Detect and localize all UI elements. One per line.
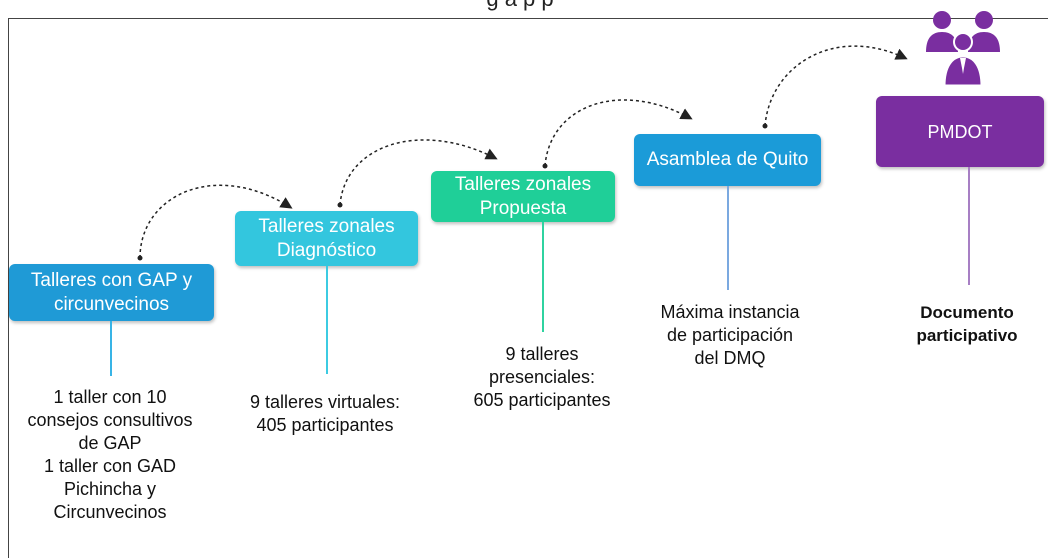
desc-line: del DMQ [694, 348, 766, 368]
connector-arrows [137, 45, 908, 261]
stage-label: Asamblea de Quito [646, 149, 809, 170]
arrow-1 [139, 184, 293, 259]
stage-label: Talleres zonales Propuesta [454, 173, 592, 219]
stage-description-2: 9 talleres virtuales: 405 participantes [235, 391, 415, 437]
desc-line: 9 talleres [505, 344, 579, 364]
desc-line: de GAP [78, 433, 142, 453]
stage-box-diagnostico: Talleres zonales Diagnóstico [235, 211, 418, 266]
stage-label: Talleres con GAP y circunvecinos [30, 269, 193, 315]
arrow-2 [339, 139, 498, 206]
desc-line: consejos consultivos [27, 410, 193, 430]
stage-label: PMDOT [927, 121, 993, 142]
desc-line: 9 talleres virtuales: [249, 392, 401, 412]
stage-description-4: Máxima instancia de participación del DM… [640, 301, 820, 370]
desc-line: Pichincha y [63, 479, 157, 499]
desc-line: 605 participantes [473, 390, 611, 410]
desc-line: presenciales: [488, 367, 596, 387]
stage-line-4 [727, 186, 729, 290]
stage-line-2 [326, 266, 328, 374]
desc-line: 405 participantes [256, 415, 394, 435]
stage-line-3 [542, 222, 544, 332]
arrow-4 [764, 45, 908, 127]
stage-line-1 [110, 321, 112, 376]
stage-box-gap: Talleres con GAP y circunvecinos [9, 264, 214, 321]
stage-box-pmdot: PMDOT [876, 96, 1044, 167]
stage-box-asamblea: Asamblea de Quito [634, 134, 821, 186]
stage-description-3: 9 talleres presenciales: 605 participant… [452, 343, 632, 412]
desc-line: Circunvecinos [53, 502, 167, 522]
desc-line: 1 taller con GAD [43, 456, 177, 476]
people-group-icon [926, 11, 1000, 86]
desc-line: de participación [666, 325, 794, 345]
desc-line: Documento [920, 303, 1014, 322]
desc-line: Máxima instancia [660, 302, 800, 322]
diagram-frame [8, 18, 1048, 558]
stage-line-5 [968, 167, 970, 285]
diagram-title-partial: g a p p [260, 0, 780, 12]
stage-description-5: Documento participativo [892, 301, 1042, 347]
stage-box-propuesta: Talleres zonales Propuesta [431, 171, 615, 222]
desc-line: participativo [916, 326, 1018, 345]
stage-description-1: 1 taller con 10 consejos consultivos de … [20, 386, 200, 524]
desc-line: 1 taller con 10 [53, 387, 167, 407]
stage-label: Talleres zonales Diagnóstico [258, 215, 395, 261]
